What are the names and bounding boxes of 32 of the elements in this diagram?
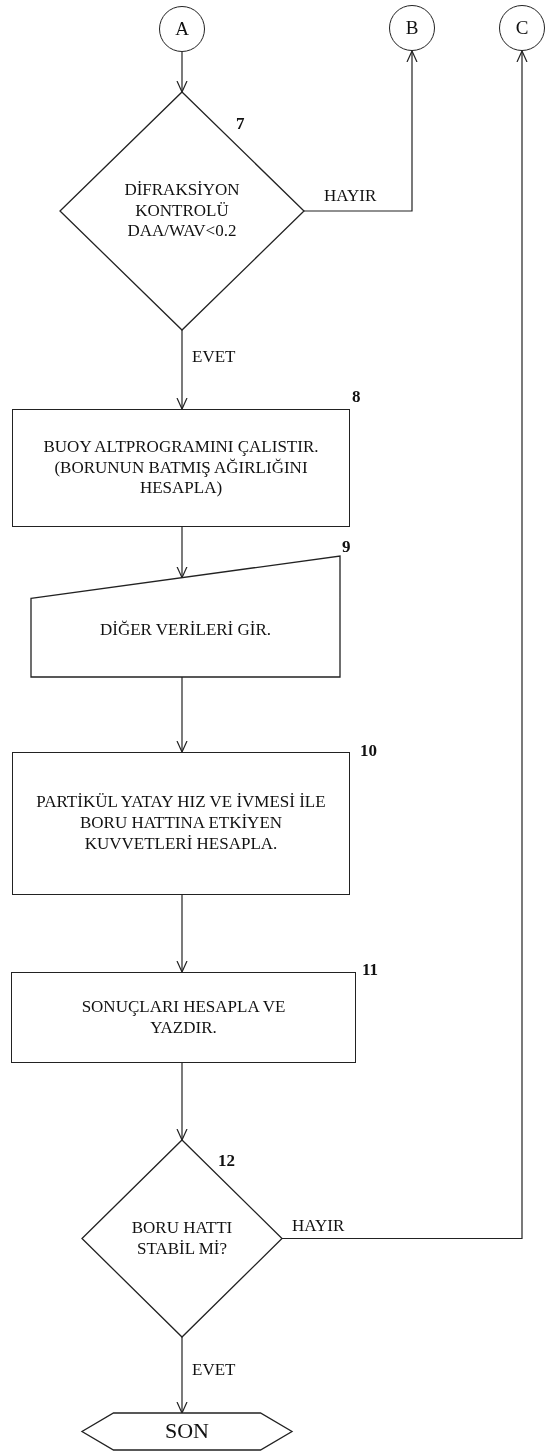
node-text: BUOY ALTPROGRAMINI ÇALISTIR. (BORUNUN BATMIŞ AĞIRLIĞINI HESAPLA): [42, 436, 320, 500]
arrow: [176, 526, 188, 579]
step-number: 8: [352, 388, 361, 405]
process-box: [11, 972, 356, 1063]
arrow: [176, 329, 188, 410]
decision-diamond: [82, 1140, 282, 1337]
step-number: 11: [362, 961, 379, 978]
process-box: [12, 752, 350, 895]
node-text: SON: [164, 1418, 210, 1445]
arrow: [176, 676, 188, 753]
step-number: 10: [360, 742, 377, 759]
arrow: [303, 50, 418, 212]
manual-input-shape: [31, 556, 340, 677]
node-text: C: [514, 16, 530, 40]
arrow: [176, 894, 188, 973]
step-number: 12: [218, 1152, 235, 1169]
node-text: DİĞER VERİLERİ GİR.: [98, 620, 273, 641]
terminal-hexagon: [82, 1413, 292, 1450]
node-text: DİFRAKSİYON KONTROLÜ DAA/WAV<0.2: [123, 179, 241, 243]
arrow: [176, 1062, 188, 1141]
node-text: SONUÇLARI HESAPLA VE YAZDIR.: [80, 996, 287, 1039]
process-box: [12, 409, 350, 527]
arrow: [176, 51, 188, 93]
node-text: A: [174, 17, 190, 41]
node-text: PARTİKÜL YATAY HIZ VE İVMESİ İLE BORU HATTINA ETKİYEN KUVVETLERİ HESAPLA.: [35, 792, 327, 855]
node-text: BORU HATTI STABİL Mİ?: [130, 1217, 234, 1260]
arrow: [176, 1336, 188, 1414]
step-number: 9: [342, 538, 351, 555]
node-text: B: [404, 16, 420, 40]
decision-diamond: [60, 92, 304, 330]
arrow: [281, 50, 528, 1240]
step-number: 7: [236, 115, 245, 132]
